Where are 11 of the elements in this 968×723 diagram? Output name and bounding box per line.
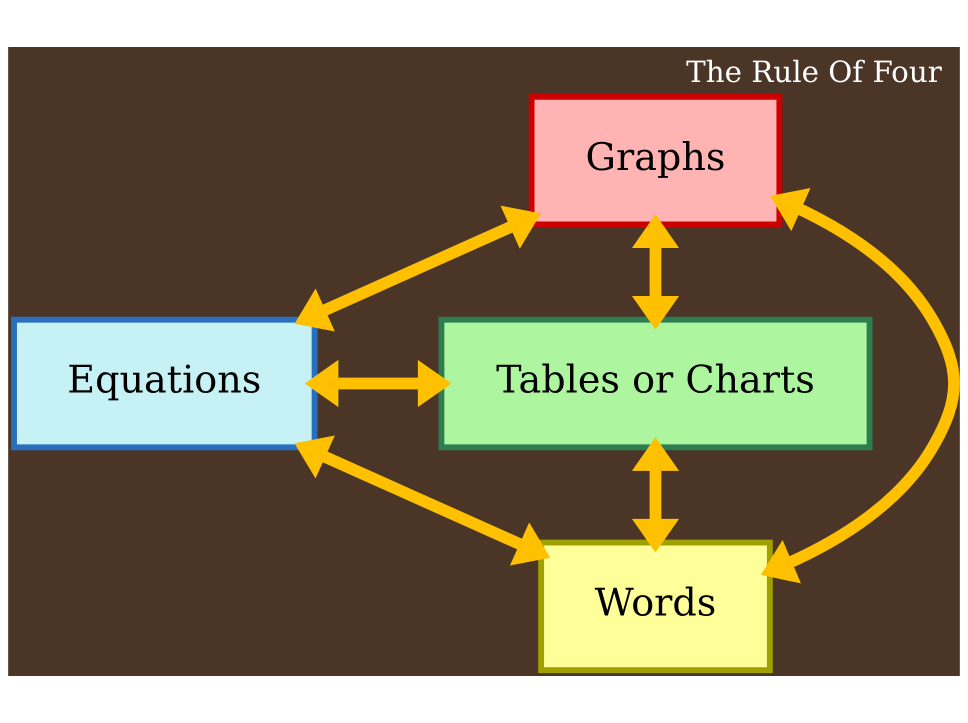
node-box: Equations [11, 316, 318, 450]
arrow [760, 188, 960, 584]
arrow [632, 214, 680, 330]
arrow [294, 435, 550, 566]
node-box: Tables or Charts [438, 316, 872, 450]
arrow [632, 437, 680, 553]
diagram-title: The Rule Of Four [686, 55, 942, 90]
arrow [304, 360, 452, 408]
node-box: Words [538, 540, 773, 674]
arrow [294, 206, 541, 332]
node-box: Graphs [528, 94, 782, 228]
